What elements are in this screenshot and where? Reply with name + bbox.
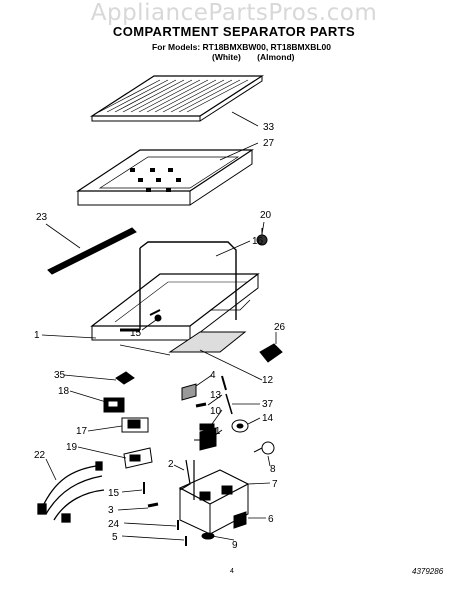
callout-6: 6	[268, 514, 274, 525]
callout-11: 11	[210, 426, 221, 437]
callout-5: 5	[112, 532, 118, 543]
page-number: 4	[230, 568, 234, 575]
callout-26: 26	[274, 322, 286, 333]
callout-17: 17	[76, 426, 88, 437]
part-3-clip	[147, 502, 159, 508]
part-6-knob	[233, 511, 247, 529]
callout-18: 18	[58, 386, 70, 397]
callout-3: 3	[108, 505, 114, 516]
callout-19: 19	[66, 442, 78, 453]
part-27-frame	[76, 149, 254, 206]
callout-35: 35	[54, 370, 66, 381]
watermark: AppliancePartsPros.com	[90, 0, 378, 26]
page-title: COMPARTMENT SEPARATOR PARTS	[112, 24, 356, 39]
part-4-fitting	[181, 383, 197, 401]
callout-2: 2	[168, 459, 174, 470]
part-35-clip	[115, 371, 135, 385]
part-33-grille	[89, 75, 265, 122]
part-8-bulb	[253, 441, 275, 455]
callout-4: 4	[210, 370, 216, 381]
callout-14: 14	[262, 413, 274, 424]
callout-20: 20	[260, 210, 272, 221]
callout-27: 27	[263, 138, 275, 149]
part-11-damper	[194, 427, 217, 451]
part-20-screw	[256, 228, 268, 246]
callout-10: 10	[210, 406, 222, 417]
callout-8: 8	[270, 464, 276, 475]
callout-1: 1	[34, 330, 40, 341]
part-1-separator	[90, 273, 260, 356]
part-19-cover	[123, 447, 153, 469]
callout-15-lower: 15	[108, 488, 120, 499]
callout-24: 24	[108, 519, 120, 530]
part-12-spring	[221, 375, 227, 391]
part-16-wire	[139, 241, 237, 330]
callout-13: 13	[210, 390, 222, 401]
part-37-rod	[225, 393, 233, 415]
document-part-number: 4379286	[412, 567, 444, 576]
color-white-label: (White)	[212, 52, 241, 62]
callout-numbers: 33 27 23 20 16 1 15 26 35 18 4 12 13 37 …	[34, 122, 286, 551]
part-13-link	[195, 402, 207, 408]
models-line: For Models: RT18BMXBW00, RT18BMXBL00	[152, 42, 331, 52]
callout-23: 23	[36, 212, 48, 223]
part-22-harness	[37, 461, 105, 523]
callout-16: 16	[252, 236, 264, 247]
color-labels: (White) (Almond)	[212, 52, 294, 62]
leader-lines	[41, 111, 277, 541]
part-18-housing	[103, 397, 125, 413]
part-26-bracket	[259, 343, 283, 363]
callout-37: 37	[262, 399, 274, 410]
callout-33: 33	[263, 122, 275, 133]
part-17-control	[121, 417, 149, 433]
callout-15-upper: 15	[130, 328, 142, 339]
color-almond-label: (Almond)	[257, 52, 295, 62]
callout-12: 12	[262, 375, 274, 386]
callout-7: 7	[272, 479, 278, 490]
callout-9: 9	[232, 540, 238, 551]
part-23-strip	[47, 227, 137, 275]
callout-22: 22	[34, 450, 46, 461]
part-14-wheel	[231, 419, 249, 433]
